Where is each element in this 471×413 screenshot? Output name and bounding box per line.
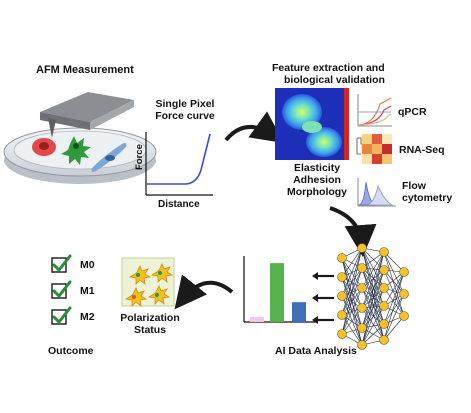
- nn-node: [337, 310, 347, 320]
- outcome-item-label: M2: [80, 311, 95, 323]
- nn-node: [357, 323, 367, 333]
- status-label: Status: [133, 324, 167, 336]
- distance-axis-label: Distance: [158, 199, 200, 210]
- outcome-item-label: M0: [80, 259, 95, 271]
- arrow-to-ai: [329, 206, 377, 257]
- check-icon: [52, 280, 72, 299]
- flow-cytometry-plot: [357, 178, 396, 207]
- nn-node: [337, 329, 347, 339]
- bar: [292, 302, 306, 322]
- outcome-checkboxes: [51, 254, 72, 325]
- feature-title-line1: Feature extraction and: [272, 62, 385, 74]
- qpcr-label: qPCR: [398, 106, 427, 118]
- single-pixel-label: Single Pixel: [155, 98, 215, 110]
- nn-node: [357, 303, 367, 313]
- nn-node: [399, 289, 409, 299]
- nn-node: [357, 263, 367, 273]
- nn-node: [379, 247, 389, 257]
- outcome-item-label: M1: [80, 285, 95, 297]
- force-curve-label: Force curve: [155, 110, 215, 122]
- check-icon: [52, 306, 72, 325]
- elasticity-heatmap: [275, 88, 349, 160]
- nn-node: [337, 291, 347, 301]
- nn-node: [399, 267, 409, 277]
- adhesion-label: Adhesion: [293, 174, 341, 186]
- petri-dish: [3, 92, 157, 184]
- nn-node: [357, 283, 367, 293]
- qpcr-plot: [357, 94, 392, 127]
- afm-measurement-title: AFM Measurement: [36, 64, 134, 76]
- polarization-label: Polarization: [120, 312, 180, 324]
- nn-node: [379, 335, 389, 345]
- feature-title-line2: biological validation: [284, 74, 385, 86]
- nn-node: [379, 265, 389, 275]
- morphology-label: Morphology: [286, 186, 348, 198]
- check-icon: [52, 254, 72, 273]
- arrow-to-outcome: [174, 274, 234, 310]
- nn-node: [399, 311, 409, 321]
- polarized-cells-icon: [121, 257, 175, 307]
- nn-node: [337, 272, 347, 282]
- arrow-to-features: [224, 111, 284, 143]
- bar: [270, 263, 284, 322]
- force-curve-plot: [145, 132, 213, 196]
- nn-node: [357, 340, 367, 350]
- cytometry-label: cytometry: [402, 192, 453, 204]
- force-axis-label: Force: [134, 144, 145, 170]
- flow-label: Flow: [402, 180, 426, 192]
- ai-analysis-label: AI Data Analysis: [275, 345, 357, 357]
- nn-node: [337, 253, 347, 263]
- nn-node: [357, 243, 367, 253]
- nn-node: [379, 301, 389, 311]
- neural-network-icon: [312, 243, 409, 350]
- nn-node: [379, 319, 389, 329]
- rnaseq-label: RNA-Seq: [399, 144, 445, 156]
- rnaseq-heatmap: [356, 134, 392, 164]
- nn-node: [379, 283, 389, 293]
- bar-chart: [243, 256, 318, 323]
- elasticity-label: Elasticity: [293, 162, 341, 174]
- bar: [250, 317, 264, 322]
- outcome-label: Outcome: [48, 345, 94, 357]
